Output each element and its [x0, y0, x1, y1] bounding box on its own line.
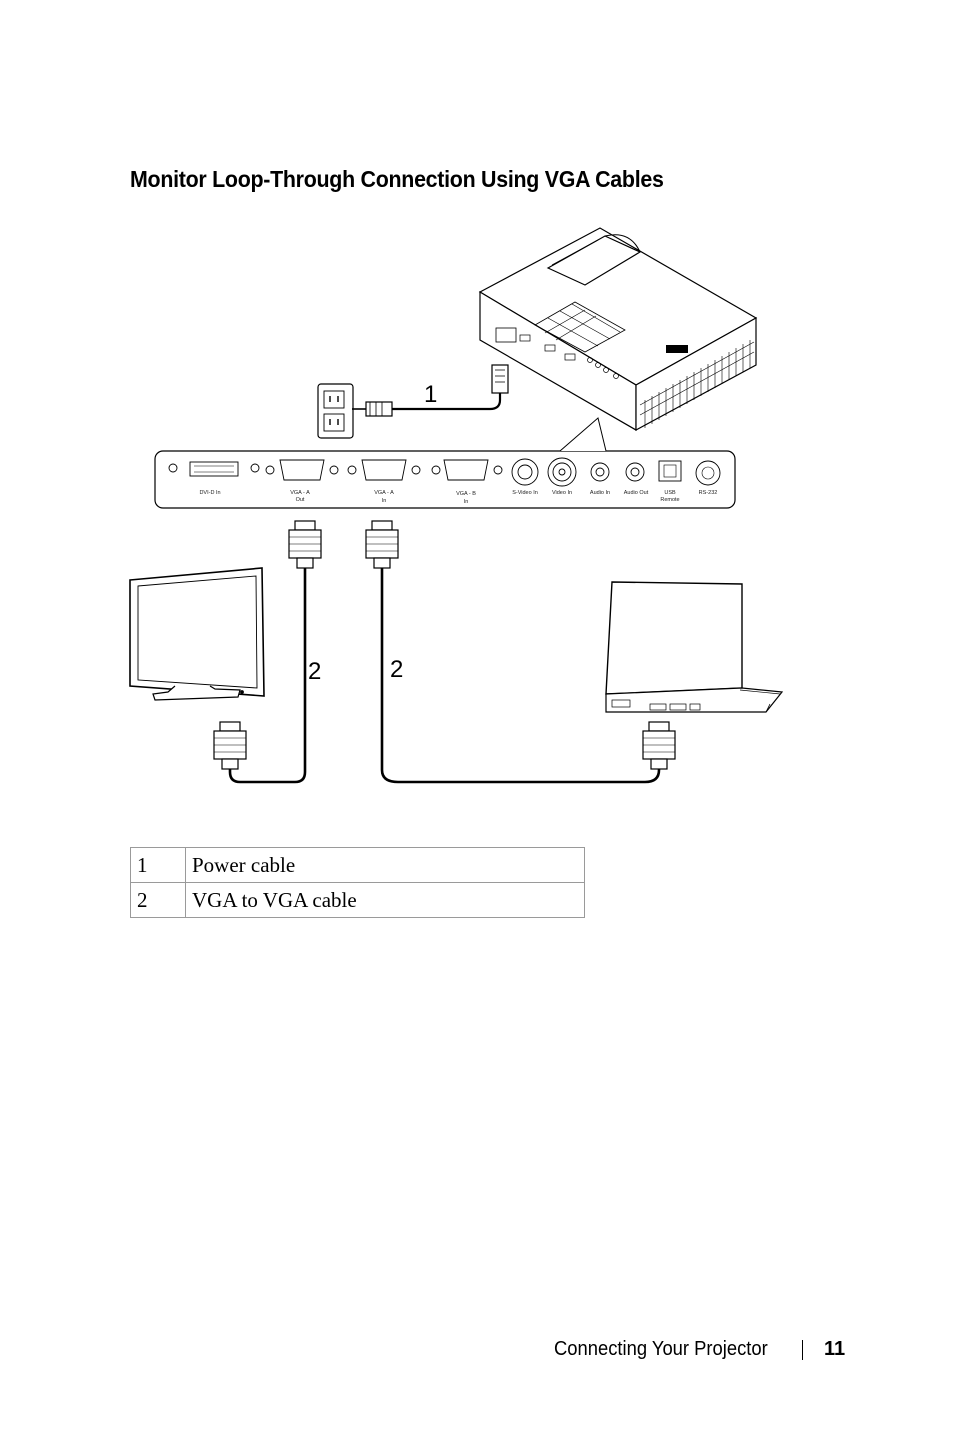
- port-label-vga-a-in: VGA - A: [374, 490, 394, 496]
- page-number: 11: [824, 1338, 846, 1360]
- port-label-vga-b-in-line2: In: [464, 499, 469, 505]
- port-label-vga-a-out-line2: Out: [296, 497, 305, 503]
- port-label-rs-232: RS-232: [699, 490, 718, 496]
- footer-divider: [802, 1340, 803, 1360]
- table-row: 1 Power cable: [130, 847, 585, 883]
- port-label-audio-in: Audio In: [590, 490, 610, 496]
- laptop-illustration: [605, 581, 784, 713]
- port-label-audio-out: Audio Out: [624, 490, 649, 496]
- page-footer: Connecting Your Projector 11: [554, 1338, 845, 1361]
- power-cable: [317, 364, 509, 439]
- footer-section-title: Connecting Your Projector: [554, 1338, 768, 1360]
- port-labels: DVI-D In VGA - A Out VGA - A In VGA - B …: [199, 490, 717, 505]
- connection-diagram: DVI-D In VGA - A Out VGA - A In VGA - B …: [0, 210, 954, 810]
- vga-plug-monitor: [213, 721, 247, 770]
- vga-cable-laptop: [380, 568, 661, 784]
- callout-vga-cable-left: 2: [308, 658, 321, 685]
- legend-description: Power cable: [185, 847, 585, 883]
- port-label-vga-a-out: VGA - A: [290, 490, 310, 496]
- page-title: Monitor Loop-Through Connection Using VG…: [130, 166, 664, 192]
- port-panel: [154, 450, 736, 509]
- vga-plug-top-left: [288, 520, 322, 569]
- vga-plug-laptop: [642, 721, 676, 770]
- legend-description: VGA to VGA cable: [185, 882, 585, 918]
- table-row: 2 VGA to VGA cable: [130, 882, 585, 918]
- port-label-s-video-in: S-Video In: [512, 490, 538, 496]
- vga-plug-top-right: [365, 520, 399, 569]
- callout-power-cable: 1: [424, 381, 437, 408]
- port-label-video-in: Video In: [552, 490, 572, 496]
- port-label-usb-remote: USB: [664, 490, 676, 496]
- port-label-usb-remote-line2: Remote: [660, 497, 679, 503]
- monitor-illustration: [129, 567, 265, 701]
- legend-number: 2: [130, 882, 186, 918]
- port-label-vga-b-in: VGA - B: [456, 491, 476, 497]
- port-label-dvi-d-in: DVI-D In: [199, 490, 220, 496]
- vga-cable-monitor: [228, 568, 307, 784]
- callout-vga-cable-right: 2: [390, 656, 403, 683]
- legend-number: 1: [130, 847, 186, 883]
- legend-table: 1 Power cable 2 VGA to VGA cable: [130, 847, 585, 918]
- projector-illustration: [478, 227, 758, 432]
- port-label-vga-a-in-line2: In: [382, 498, 387, 504]
